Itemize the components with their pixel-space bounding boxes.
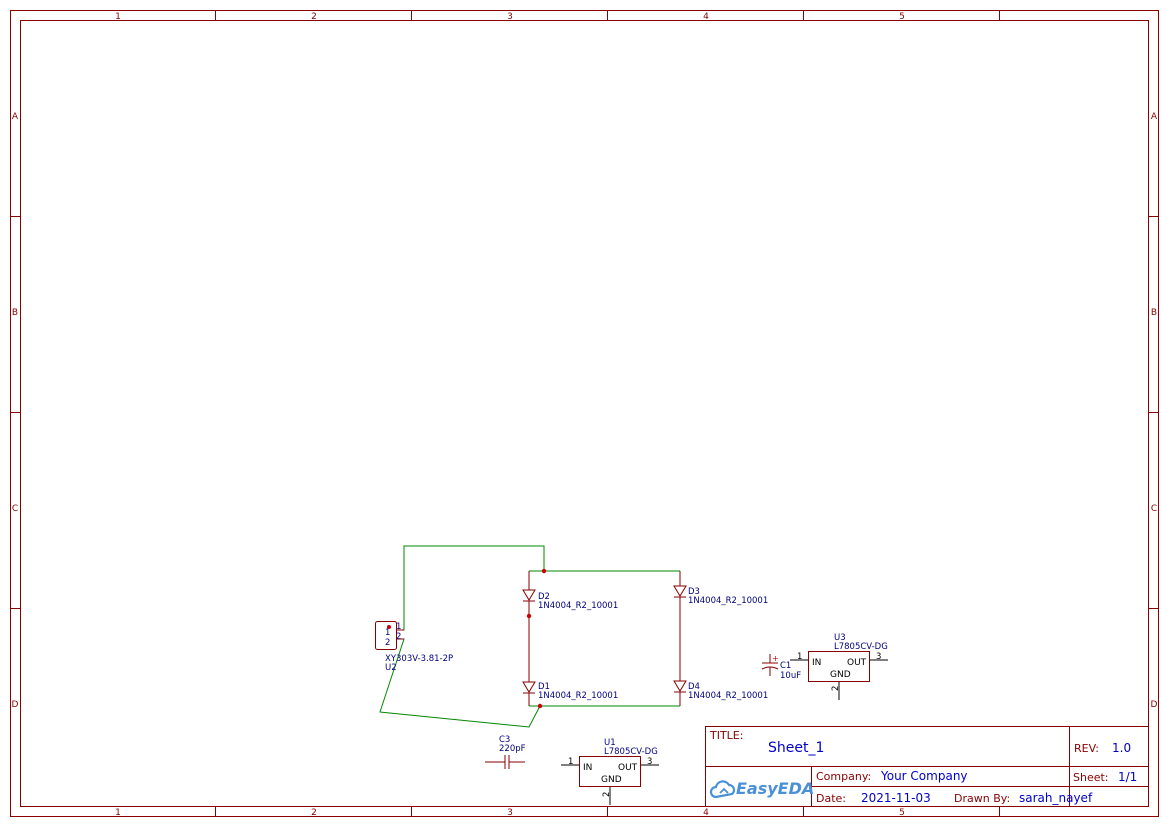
d4-ref: D4	[688, 682, 700, 692]
u1-pin2-number: 2	[602, 792, 612, 797]
u2-ref: U2	[385, 663, 397, 673]
c3-ref: C3	[499, 735, 510, 745]
u1-pin1-number: 1	[568, 757, 573, 767]
u3-pin1-number: 1	[797, 652, 802, 662]
zone-row-a-right: A	[1151, 112, 1158, 122]
c3-value: 220pF	[499, 744, 526, 754]
u3-value: L7805CV-DG	[834, 642, 888, 652]
diode-d3[interactable]	[673, 571, 687, 681]
d2-value: 1N4004_R2_10001	[538, 601, 618, 611]
u1-value: L7805CV-DG	[604, 747, 658, 757]
wires	[379, 545, 680, 728]
u3-out-label: OUT	[847, 658, 867, 668]
connector-u2[interactable]	[375, 621, 405, 650]
u2-pin2-number: 2	[396, 632, 401, 642]
diode-d1[interactable]	[522, 681, 536, 706]
junction-dot	[537, 703, 543, 709]
zone-col-4-bottom: 4	[703, 808, 709, 818]
zone-row-c-left: C	[12, 504, 18, 514]
u1-gnd-label: GND	[601, 775, 622, 785]
d4-value: 1N4004_R2_10001	[688, 691, 768, 701]
sheet-value[interactable]: 1/1	[1118, 770, 1137, 784]
zone-col-5-top: 5	[899, 12, 905, 22]
date-value[interactable]: 2021-11-03	[861, 791, 931, 805]
u2-body-pin2: 2	[385, 638, 390, 648]
zone-col-3-bottom: 3	[507, 808, 513, 818]
zone-col-1-bottom: 1	[115, 808, 121, 818]
company-value[interactable]: Your Company	[880, 769, 968, 783]
c1-ref: C1	[780, 661, 791, 671]
capacitor-c1[interactable]	[761, 654, 779, 676]
d3-ref: D3	[688, 587, 700, 597]
u3-in-label: IN	[812, 658, 821, 668]
zone-row-d-right: D	[1151, 700, 1158, 710]
d1-ref: D1	[538, 682, 550, 692]
d3-value: 1N4004_R2_10001	[688, 596, 768, 606]
u2-pin1-number: 1	[396, 622, 401, 632]
date-label: Date:	[816, 792, 846, 805]
zone-row-a-left: A	[12, 112, 19, 122]
zone-col-1-top: 1	[115, 12, 121, 22]
diode-d2[interactable]	[522, 571, 536, 682]
zone-col-4-top: 4	[703, 12, 709, 22]
title-label: TITLE:	[709, 729, 743, 742]
zone-col-2-bottom: 2	[311, 808, 317, 818]
zone-row-d-left: D	[12, 700, 19, 710]
junction-dot	[541, 568, 547, 574]
regulator-u1[interactable]	[561, 756, 659, 806]
u1-out-label: OUT	[618, 763, 638, 773]
zone-row-b-left: B	[12, 308, 18, 318]
zone-col-2-top: 2	[311, 12, 317, 22]
zone-col-3-top: 3	[507, 12, 513, 22]
wire-u2-pin2-to-bridge-bottom[interactable]	[379, 638, 541, 728]
u3-pin3-number: 3	[876, 652, 881, 662]
rev-label: REV:	[1074, 742, 1099, 755]
title-block	[705, 726, 1149, 807]
d1-value: 1N4004_R2_10001	[538, 691, 618, 701]
u3-pin2-number: 2	[831, 686, 841, 691]
company-label: Company:	[816, 770, 871, 783]
zone-row-b-right: B	[1151, 308, 1157, 318]
u1-in-label: IN	[583, 763, 592, 773]
zone-row-c-right: C	[1151, 504, 1157, 514]
u2-body-pin1: 1	[385, 628, 390, 638]
regulator-u3[interactable]	[790, 651, 888, 701]
junction-dot	[387, 625, 391, 629]
capacitor-c3[interactable]	[485, 755, 525, 769]
sheet-label: Sheet:	[1073, 771, 1109, 784]
u1-ref: U1	[604, 738, 616, 748]
zone-col-5-bottom: 5	[899, 808, 905, 818]
junction-dot	[526, 613, 532, 619]
u2-value: XY303V-3.81-2P	[385, 654, 453, 664]
drawn-by-label: Drawn By:	[954, 792, 1010, 805]
c1-polarity: +	[772, 654, 779, 663]
sheet-title[interactable]: Sheet_1	[768, 740, 824, 756]
u1-pin3-number: 3	[647, 757, 652, 767]
rev-value[interactable]: 1.0	[1112, 741, 1131, 755]
wire-u2-pin1-to-bridge-top[interactable]	[397, 545, 545, 631]
c1-value: 10uF	[780, 671, 801, 681]
cloud-icon	[709, 780, 736, 799]
easyeda-logo: EasyEDA	[736, 779, 814, 798]
u3-gnd-label: GND	[830, 670, 851, 680]
diode-d4[interactable]	[673, 680, 687, 706]
drawn-by-value[interactable]: sarah_nayef	[1019, 791, 1093, 805]
u3-ref: U3	[834, 633, 846, 643]
d2-ref: D2	[538, 592, 550, 602]
sheet-border	[10, 10, 1159, 817]
